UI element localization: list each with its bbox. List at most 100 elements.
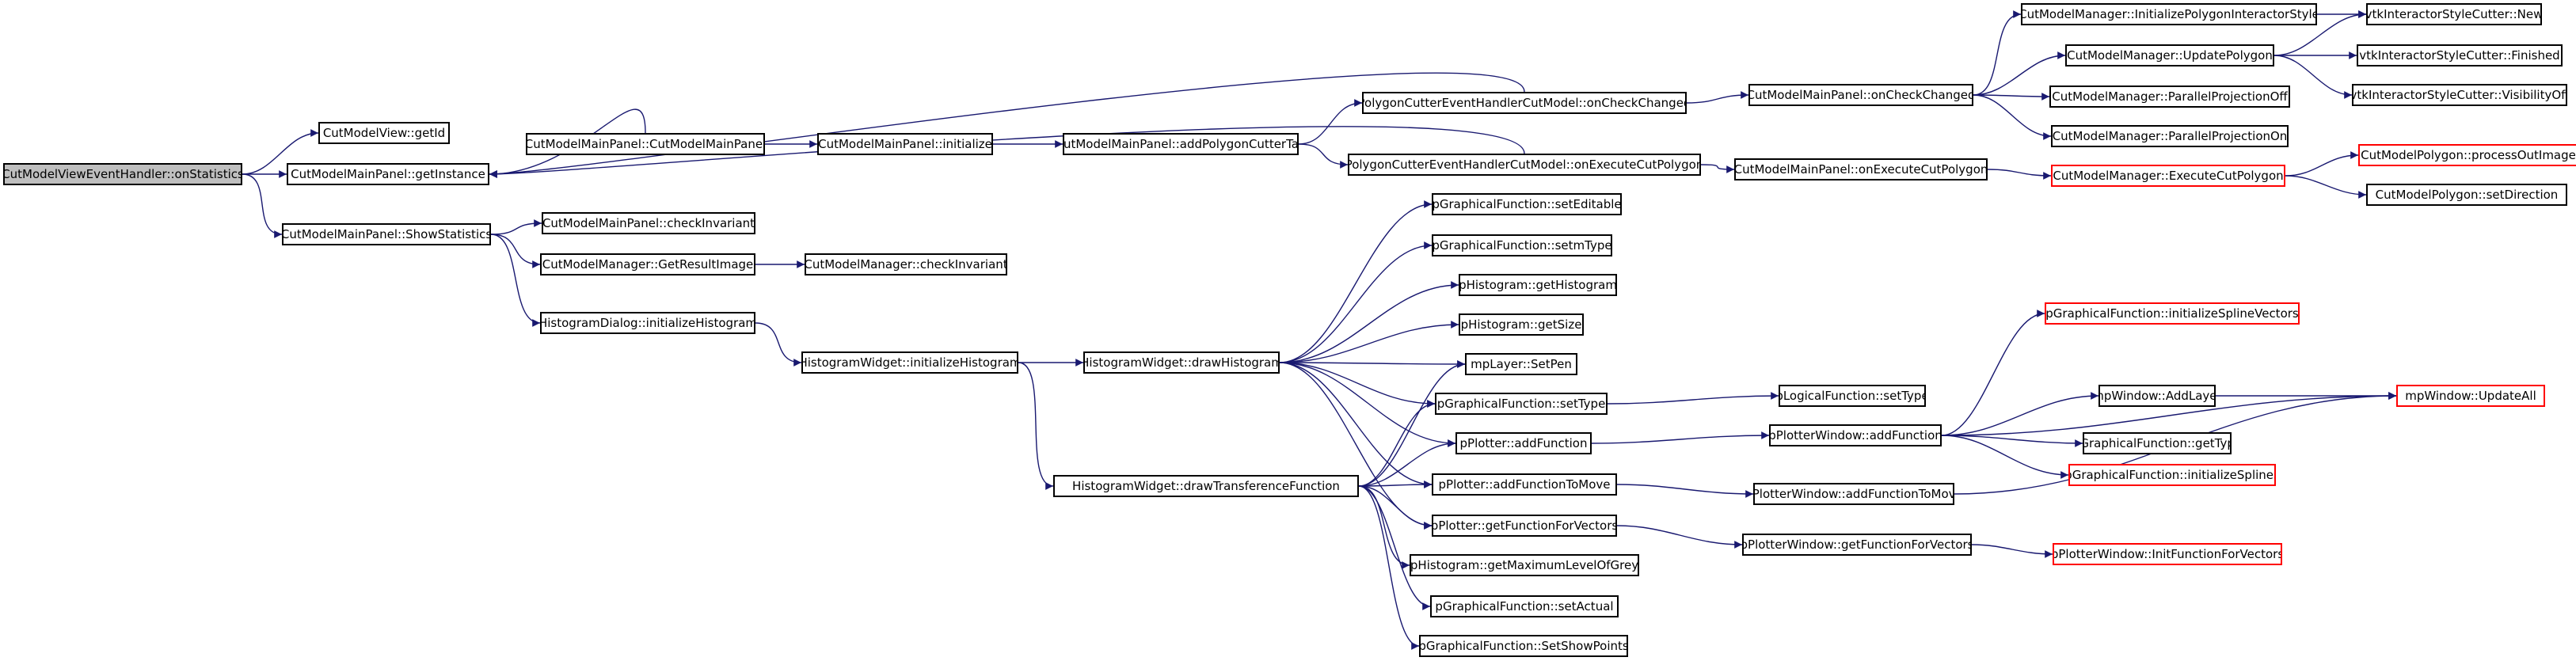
edge-n0-n1	[242, 129, 319, 175]
edge-n26-n36	[1279, 362, 1433, 530]
node-n11[interactable]: CutModelManager::InitializePolygonIntera…	[2021, 3, 2317, 25]
node-n26[interactable]: HistogramWidget::drawHistogram	[1083, 351, 1280, 374]
edge-n26-n28	[1279, 200, 1433, 363]
edge-n9-n13	[1973, 93, 2050, 101]
edge-n9-n14	[1973, 94, 2052, 140]
edge-n25-n27	[1018, 362, 1054, 490]
node-n5[interactable]: CutModelMainPanel::initialize	[817, 133, 993, 155]
node-n49[interactable]: pPlotterWindow::InitFunctionForVectors	[2053, 543, 2282, 565]
node-n8[interactable]: PolygonCutterEventHandlerCutModel::onExe…	[1348, 154, 1701, 176]
node-n18[interactable]: vtkInteractorStyleCutter::VisibilityOff	[2352, 84, 2567, 106]
edge-n26-n34	[1279, 362, 1456, 447]
node-n10[interactable]: CutModelMainPanel::onExecuteCutPolygon	[1734, 158, 1988, 180]
node-n39[interactable]: pGraphicalFunction::SetShowPoints	[1419, 635, 1628, 657]
node-n24[interactable]: HistogramDialog::initializeHistogram	[540, 312, 755, 334]
node-n21[interactable]: CutModelMainPanel::checkInvariant	[542, 212, 755, 234]
edge-n7-n9	[1686, 91, 1749, 104]
node-n37[interactable]: pHistogram::getMaximumLevelOfGrey	[1410, 554, 1639, 576]
node-n28[interactable]: pGraphicalFunction::setEditable	[1432, 193, 1622, 215]
edge-n12-n16	[2274, 10, 2367, 56]
edge-n8-n2	[489, 126, 1525, 178]
node-n19[interactable]: CutModelPolygon::processOutImage	[2358, 144, 2576, 166]
node-n31[interactable]: pHistogram::getSize	[1459, 313, 1584, 336]
edge-n26-n31	[1279, 321, 1459, 363]
node-n13[interactable]: CutModelManager::ParallelProjectionOff	[2049, 85, 2290, 108]
node-n38[interactable]: pGraphicalFunction::setActual	[1430, 595, 1619, 617]
node-n33[interactable]: pGraphicalFunction::setType	[1435, 393, 1608, 415]
edge-n41-n44	[1941, 310, 2045, 436]
edge-n9-n11	[1973, 10, 2022, 96]
edge-n26-n35	[1279, 362, 1433, 488]
edge-n10-n15	[1987, 169, 2052, 180]
node-n34[interactable]: pPlotter::addFunction	[1455, 432, 1592, 454]
node-n47[interactable]: pGraphicalFunction::initializeSplines	[2068, 464, 2276, 486]
edge-n3-n21	[490, 219, 542, 235]
node-n23[interactable]: CutModelManager::checkInvariant	[805, 253, 1007, 275]
edge-n26-n32	[1279, 360, 1466, 368]
node-n3[interactable]: CutModelMainPanel::ShowStatistics	[282, 223, 491, 245]
edge-n8-n10	[1700, 164, 1735, 173]
node-n6[interactable]: CutModelMainPanel::addPolygonCutterTab	[1063, 133, 1299, 155]
node-n15[interactable]: CutModelManager::ExecuteCutPolygon	[2051, 165, 2285, 187]
edge-n35-n42	[1616, 484, 1754, 498]
edge-n41-n46	[1941, 435, 2083, 447]
edge-n26-n33	[1279, 362, 1436, 408]
node-n41[interactable]: pPlotterWindow::addFunction	[1769, 424, 1942, 446]
edge-n27-n34	[1358, 439, 1456, 487]
node-n43[interactable]: pPlotterWindow::getFunctionForVectors	[1742, 534, 1972, 556]
edge-n27-n33	[1358, 400, 1436, 487]
edge-n27-n35	[1358, 481, 1433, 488]
edge-n26-n29	[1279, 241, 1433, 363]
node-n42[interactable]: pPlotterWindow::addFunctionToMove	[1753, 483, 1954, 505]
edge-n4-n2	[489, 108, 646, 178]
edge-n7-n2	[489, 72, 1525, 178]
node-n46[interactable]: pGraphicalFunction::getType	[2083, 432, 2232, 454]
node-n36[interactable]: pPlotter::getFunctionForVectors	[1432, 515, 1617, 537]
edge-n34-n41	[1591, 431, 1770, 444]
edge-n41-n48	[1941, 392, 2397, 436]
edge-n6-n7	[1298, 99, 1363, 145]
edge-n41-n45	[1941, 392, 2099, 436]
node-n27[interactable]: HistogramWidget::drawTransferenceFunctio…	[1053, 475, 1359, 497]
edge-n33-n40	[1607, 392, 1779, 405]
edge-n3-n22	[490, 234, 541, 268]
node-n9[interactable]: CutModelMainPanel::onCheckChanged	[1748, 84, 1973, 106]
edge-n15-n20	[2285, 175, 2367, 199]
node-n4[interactable]: CutModelMainPanel::CutModelMainPanel	[526, 133, 765, 155]
edge-n43-n49	[1971, 544, 2053, 558]
edge-n12-n18	[2274, 55, 2353, 99]
node-n12[interactable]: CutModelManager::UpdatePolygon	[2065, 44, 2274, 66]
edge-n36-n43	[1616, 525, 1743, 549]
edge-n27-n37	[1358, 485, 1410, 569]
node-n48[interactable]: mpWindow::UpdateAll	[2396, 385, 2545, 407]
node-n20[interactable]: CutModelPolygon::setDirection	[2366, 184, 2567, 206]
node-n44[interactable]: pGraphicalFunction::initializeSplineVect…	[2045, 302, 2300, 325]
node-n14[interactable]: CutModelManager::ParallelProjectionOn	[2051, 125, 2289, 147]
edge-n27-n36	[1358, 485, 1433, 530]
edge-n27-n38	[1358, 485, 1431, 610]
node-n32[interactable]: mpLayer::SetPen	[1465, 353, 1577, 375]
call-edges	[242, 10, 2397, 650]
node-n1[interactable]: CutModelView::getId	[318, 122, 450, 144]
node-n25[interactable]: HistogramWidget::initializeHistogram	[801, 351, 1018, 374]
node-n35[interactable]: pPlotter::addFunctionToMove	[1432, 473, 1617, 496]
edge-n41-n47	[1941, 435, 2069, 479]
node-n29[interactable]: pGraphicalFunction::setmType	[1432, 234, 1612, 256]
node-n30[interactable]: pHistogram::getHistogram	[1459, 274, 1617, 296]
node-n0: CutModelViewEventHandler::onStatistics	[3, 163, 242, 185]
node-n16[interactable]: vtkInteractorStyleCutter::New	[2366, 3, 2542, 25]
node-n7[interactable]: PolygonCutterEventHandlerCutModel::onChe…	[1362, 92, 1687, 114]
edge-n3-n24	[490, 234, 541, 327]
edge-n15-n19	[2285, 151, 2359, 177]
edge-n6-n8	[1298, 143, 1349, 169]
edge-n27-n39	[1358, 485, 1420, 650]
node-n2[interactable]: CutModelMainPanel::getInstance	[287, 163, 489, 185]
node-n17[interactable]: vtkInteractorStyleCutter::Finished	[2357, 44, 2563, 66]
node-n45[interactable]: mpWindow::AddLayer	[2098, 385, 2216, 407]
node-n22[interactable]: CutModelManager::GetResultImage	[540, 253, 755, 275]
node-n40[interactable]: pLogicalFunction::setType	[1779, 385, 1926, 407]
edge-n24-n25	[755, 322, 802, 367]
edge-n26-n30	[1279, 281, 1459, 363]
edge-n9-n12	[1973, 51, 2066, 96]
